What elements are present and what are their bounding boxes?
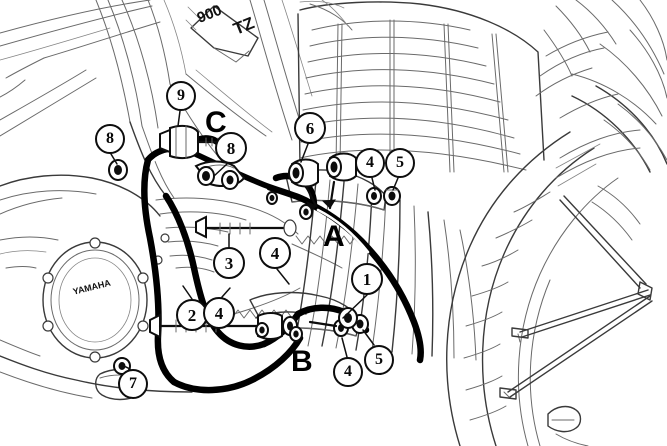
spacer-6 [288, 152, 357, 188]
callout-9: 9 [166, 81, 196, 111]
callout-4c: 4 [355, 148, 385, 178]
callout-4d: 4 [333, 357, 363, 387]
callout-1: 1 [351, 263, 383, 295]
through-bolt-3 [195, 215, 297, 239]
bolt-8a [108, 159, 128, 181]
callout-leader-lines [110, 110, 399, 370]
callout-8b: 8 [215, 132, 247, 164]
bracket-eyes-a [266, 191, 313, 220]
section-letter-A: A [323, 220, 345, 253]
model-badge-text: 900 [194, 1, 225, 27]
side-bodywork [535, 31, 609, 187]
callout-5a: 5 [385, 148, 415, 178]
cylinder-cooling-fins [297, 0, 545, 173]
model-badge-outline [185, 5, 259, 63]
callout-4b: 4 [203, 297, 235, 329]
callout-7: 7 [118, 369, 148, 399]
callout-3: 3 [213, 247, 245, 279]
section-letter-C: C [205, 106, 227, 139]
engine-crankcase [0, 174, 193, 401]
mount-eye-1 [338, 307, 358, 329]
washer-nut-upper [366, 186, 401, 206]
callout-6: 6 [294, 112, 326, 144]
yamaha-engine-cover-text: YAMAHA [71, 277, 112, 297]
frame-upper-lines [0, 0, 187, 137]
model-badge-suffix: TZ [230, 13, 258, 39]
callout-8a: 8 [95, 124, 125, 154]
bolt-9 [159, 124, 228, 160]
nut-right-8b [221, 170, 239, 190]
callout-5b: 5 [364, 345, 394, 375]
hardware-fasteners [108, 124, 401, 375]
callout-4a: 4 [259, 237, 291, 269]
bracket-eyes-b [255, 322, 303, 342]
front-wheel-assembly [446, 0, 667, 446]
section-letter-B: B [291, 345, 313, 378]
